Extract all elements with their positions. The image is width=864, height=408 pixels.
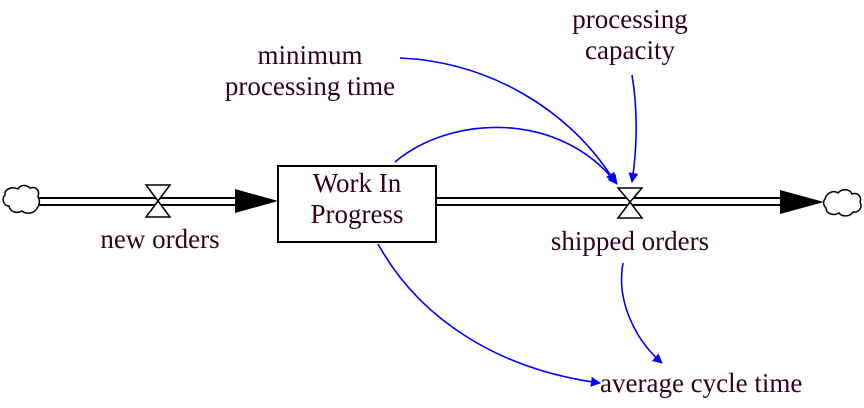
- outflow-pipe[interactable]: [435, 190, 824, 214]
- source-cloud-icon: [2, 184, 41, 214]
- min-time-line2: processing time: [224, 71, 396, 101]
- outflow-arrow-head: [780, 190, 824, 214]
- link-capacity-to-shipped[interactable]: [628, 74, 639, 183]
- link-min-time-to-shipped[interactable]: [399, 57, 616, 183]
- capacity-line2: capacity: [585, 35, 675, 65]
- stock-label: Work In Progress: [276, 168, 438, 230]
- inflow-arrow-head: [235, 189, 278, 213]
- sink-cloud-icon: [822, 189, 862, 217]
- capacity-line1: processing: [572, 4, 688, 34]
- average-cycle-time-label: average cycle time: [600, 368, 803, 398]
- link-shipped-to-cycle-time[interactable]: [620, 262, 663, 364]
- link-wip-to-cycle-time[interactable]: [377, 243, 601, 387]
- stock-label-line1: Work In: [312, 168, 402, 198]
- processing-capacity-label: processing capacity: [530, 4, 730, 66]
- minimum-processing-time-label: minimum processing time: [190, 40, 430, 102]
- shipped-orders-valve-icon[interactable]: [616, 187, 644, 219]
- stock-label-line2: Progress: [310, 199, 404, 229]
- link-wip-to-shipped[interactable]: [394, 126, 618, 185]
- new-orders-valve-icon[interactable]: [144, 184, 172, 218]
- work-in-progress-stock[interactable]: [277, 165, 437, 243]
- inflow-pipe[interactable]: [38, 189, 278, 213]
- shipped-orders-label: shipped orders: [550, 226, 710, 256]
- min-time-line1: minimum: [257, 40, 363, 70]
- new-orders-label: new orders: [100, 224, 220, 254]
